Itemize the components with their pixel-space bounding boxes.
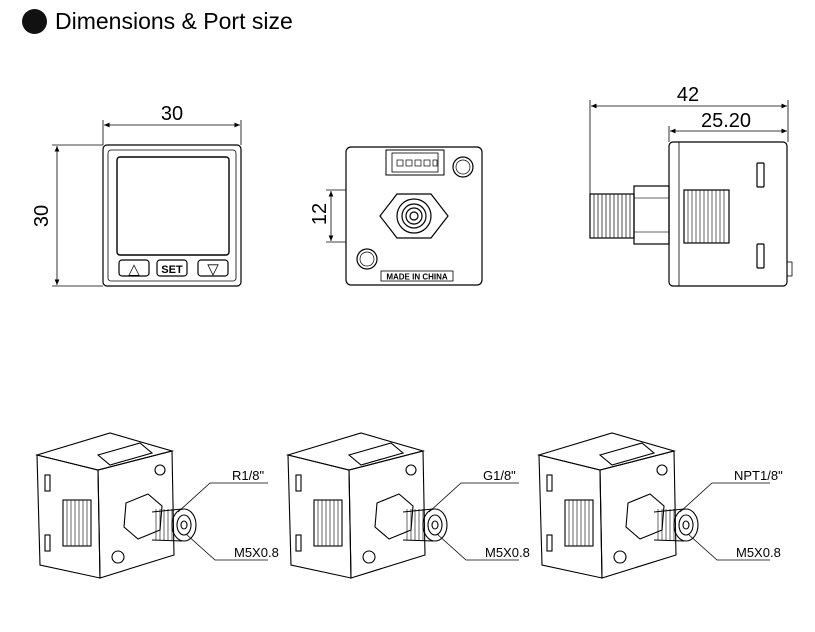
front-width-label: 30 xyxy=(161,103,183,125)
made-in-china-label: MADE IN CHINA xyxy=(386,273,448,282)
front-view xyxy=(52,120,242,287)
section-header: Dimensions & Port size xyxy=(22,8,293,35)
side-body-label: 25.20 xyxy=(701,110,751,132)
section-title: Dimensions & Port size xyxy=(55,8,293,34)
back-view xyxy=(326,146,483,286)
iso-1-thread: R1/8" xyxy=(232,468,264,483)
front-btn-set: SET xyxy=(161,264,183,276)
iso-2-port: M5X0.8 xyxy=(485,545,530,560)
front-height-label: 30 xyxy=(31,205,53,227)
iso-variant-3: NPT1/8" M5X0.8 xyxy=(536,432,783,579)
back-port-label: 12 xyxy=(309,203,331,225)
iso-variant-2: G1/8" M5X0.8 xyxy=(285,432,530,579)
iso-1-port: M5X0.8 xyxy=(234,545,279,560)
side-thread xyxy=(593,194,631,238)
front-btn-down: ▽ xyxy=(207,261,219,278)
iso-2-thread: G1/8" xyxy=(483,468,516,483)
side-view xyxy=(589,100,793,287)
side-overall-label: 42 xyxy=(677,84,699,106)
side-knurl xyxy=(687,190,725,243)
iso-3-thread: NPT1/8" xyxy=(734,468,783,483)
front-btn-up: △ xyxy=(128,261,140,278)
iso-3-port: M5X0.8 xyxy=(736,545,781,560)
bullet-icon xyxy=(22,9,47,34)
iso-variant-1: R1/8" M5X0.8 xyxy=(34,432,279,579)
